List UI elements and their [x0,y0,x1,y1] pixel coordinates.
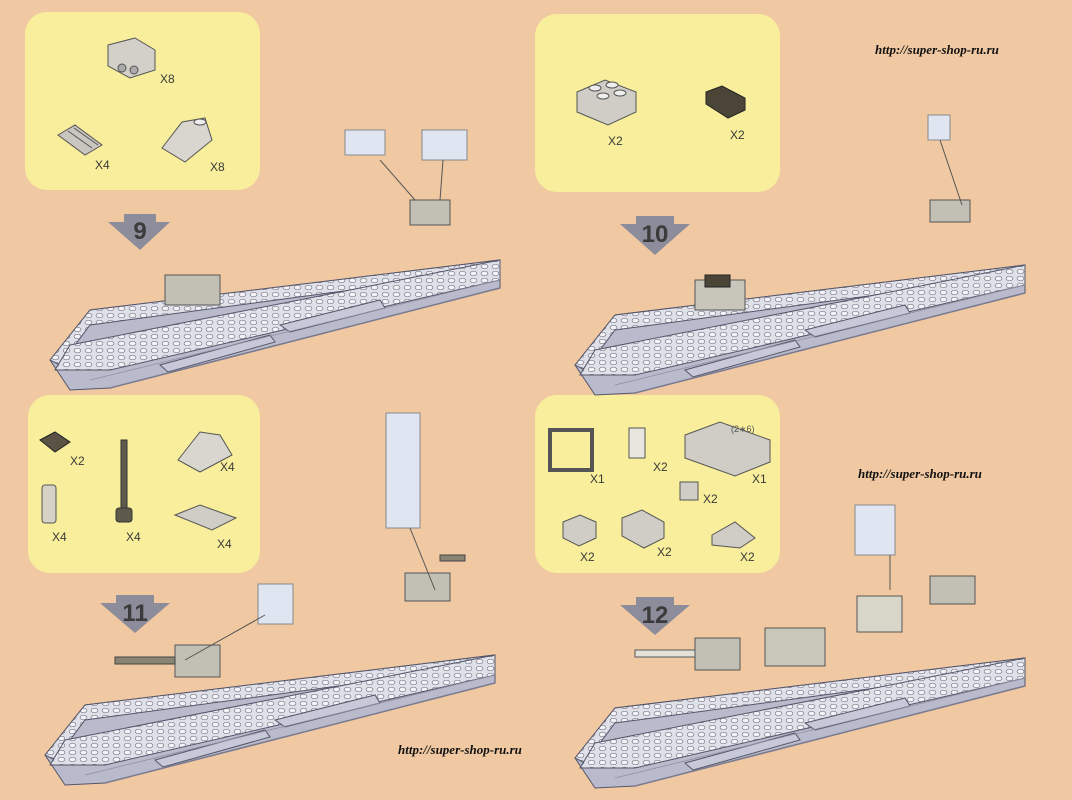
watermark-url: http://super-shop-ru.ru [875,42,999,57]
parts-panel-step-9 [25,12,260,190]
watermark-url: http://super-shop-ru.ru [858,466,982,481]
cylinder-part-icon [41,484,57,524]
curved-slope-part-icon [711,521,756,549]
step-arrow-11 [100,595,170,633]
small-slope-part-icon [177,431,233,473]
watermark-url: http://super-shop-ru.ru [398,742,522,757]
window-frame-part-icon [548,428,594,472]
qty-label: X8 [210,160,225,174]
qty-label: X2 [608,134,623,148]
qty-label: X4 [126,530,141,544]
callout-step-12 [854,504,896,590]
brick-2x2b-part-icon [621,509,665,549]
qty-label: X1 [590,472,605,486]
qty-label: X8 [160,72,175,86]
step-number-11: 11 [122,600,148,627]
qty-label: X2 [657,545,672,559]
brick-1x2-part-icon [562,514,597,547]
qty-label: X2 [70,454,85,468]
qty-label: X2 [740,550,755,564]
door-part-icon [628,427,646,459]
qty-label: X4 [217,537,232,551]
step-number-12: 12 [641,602,669,629]
qty-label: X1 [752,472,767,486]
qty-label: X2 [580,550,595,564]
part-note: (2∗6) [731,424,755,434]
qty-label: X2 [730,128,745,142]
ship-model-step-9 [49,199,501,391]
hinge-clip-part-icon [705,85,746,119]
ship-model-step-10 [574,199,1026,396]
corner-plate-part-icon [173,504,238,531]
bracket-part-icon [107,37,156,79]
qty-label: X2 [703,492,718,506]
callout-step-10 [927,114,963,206]
parts-panel-step-11 [28,395,260,573]
brick-2x6-part-icon [684,421,771,477]
slope-part-icon [161,117,213,163]
antenna-part-icon [115,439,133,523]
qty-label: X4 [220,460,235,474]
grooved-plate-part-icon [57,124,103,156]
step-arrow-9 [108,214,170,250]
step-number-10: 10 [641,221,669,248]
step-number-9: 9 [133,218,147,245]
brick-1x1-part-icon [679,481,699,501]
qty-label: X4 [95,158,110,172]
step-arrow-12 [620,597,690,635]
callout-step-11 [184,412,436,661]
qty-label: X4 [52,530,67,544]
ship-model-step-11 [44,554,496,786]
callout-step-9 [344,129,468,201]
brick-2x2-part-icon [576,79,637,126]
step-arrow-10 [620,216,690,255]
ship-model-step-12 [574,575,1026,789]
clip-plate-part-icon [39,431,71,453]
qty-label: X2 [653,460,668,474]
